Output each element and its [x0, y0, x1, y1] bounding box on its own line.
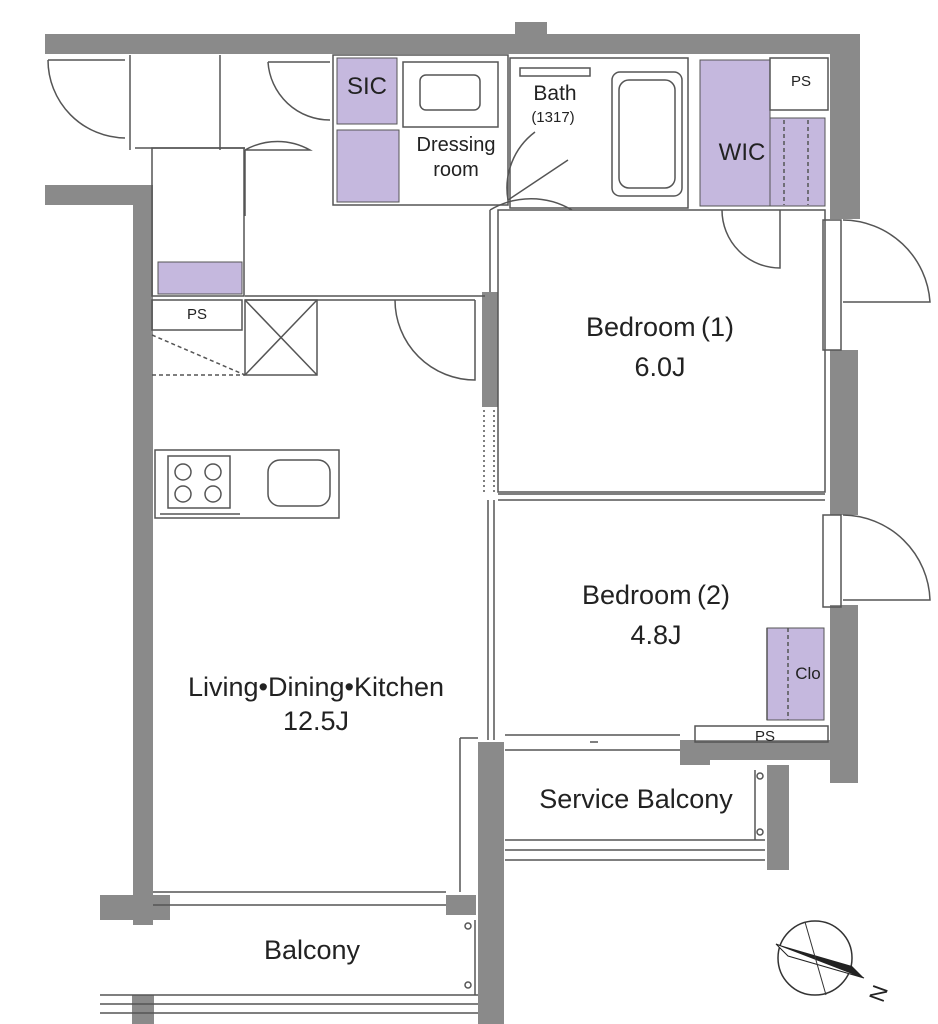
- label-ldk-size: 12.5J: [283, 706, 349, 736]
- label-wic: WIC: [719, 139, 766, 166]
- walls: [45, 22, 860, 1024]
- label-dressing-2: room: [433, 159, 479, 181]
- storage-areas: [157, 57, 826, 721]
- interior-lines: [100, 54, 842, 1014]
- label-sic: SIC: [347, 73, 387, 100]
- label-dressing-1: Dressing: [417, 134, 496, 156]
- compass-icon: N: [775, 920, 893, 1005]
- wic-side-storage: [769, 117, 826, 207]
- label-balcony: Balcony: [264, 935, 361, 965]
- label-bath-size: (1317): [531, 109, 574, 126]
- label-bedroom2-name: Bedroom (2): [582, 580, 730, 610]
- label-clo: Clo: [795, 664, 821, 683]
- label-ps-bottom: PS: [755, 728, 775, 745]
- sic-storage: [336, 57, 398, 125]
- label-bedroom2-size: 4.8J: [630, 620, 681, 650]
- label-ps-toilet: PS: [187, 306, 207, 323]
- label-service-balcony: Service Balcony: [539, 784, 733, 814]
- label-bedroom1-name: Bedroom (1): [586, 312, 734, 342]
- sic-lower-storage: [336, 129, 400, 203]
- label-bath: Bath: [533, 82, 576, 105]
- compass-north-label: N: [864, 982, 893, 1005]
- label-ldk-name: Living•Dining•Kitchen: [188, 672, 444, 702]
- label-bedroom1-size: 6.0J: [634, 352, 685, 382]
- door-swings: [47, 59, 931, 601]
- label-ps-top: PS: [791, 73, 811, 90]
- toilet-storage: [157, 261, 243, 295]
- clo-storage: [766, 627, 825, 721]
- wic-storage: [699, 59, 771, 207]
